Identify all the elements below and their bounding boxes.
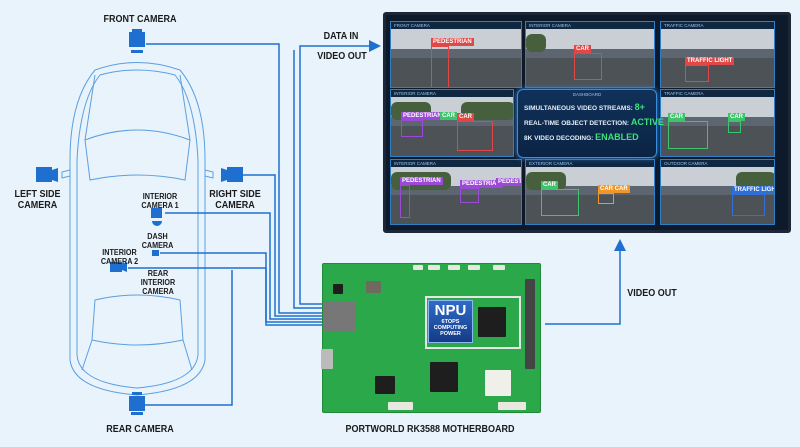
camera-panel-5[interactable]: TRAFFIC CAMERA CAR CAR <box>660 89 775 157</box>
camera-icons <box>36 29 243 415</box>
camera-panel-2[interactable]: INTERIOR CAMERA CAR <box>525 21 655 88</box>
detection-tag: CAR CAR <box>598 185 630 193</box>
dash-camera-label: DASH CAMERA <box>141 232 174 250</box>
detection-tag: CAR <box>541 181 558 189</box>
front-camera-label: FRONT CAMERA <box>103 14 177 25</box>
rear-interior-camera-label: REAR INTERIOR CAMERA <box>140 269 176 296</box>
dashboard-panel: DASHBOARD SIMULTANEOUS VIDEO STREAMS: 8+… <box>517 89 664 158</box>
video-out-top-label: VIDEO OUT <box>317 51 367 62</box>
detection-tag: PEDESTRIAN <box>460 180 503 188</box>
rear-camera-label: REAR CAMERA <box>106 424 174 435</box>
detection-tag: CAR <box>728 113 745 121</box>
dashboard-title: DASHBOARD <box>572 92 602 97</box>
detection-tag: PEDESTRIAN <box>400 177 443 185</box>
right-side-camera-label: RIGHT SIDE CAMERA <box>209 189 261 211</box>
detection-tag: PEDESTRIAN <box>431 38 474 46</box>
camera-panel-6[interactable]: INTERIOR CAMERA PEDESTRIAN PEDESTRIAN PE… <box>390 159 522 225</box>
detection-tag: CAR <box>574 45 591 53</box>
npu-highlight <box>425 296 521 349</box>
camera-panel-4[interactable]: INTERIOR CAMERA PEDESTRIAN CAR CAR <box>390 89 514 157</box>
camera-panel-3[interactable]: TRAFFIC CAMERA TRAFFIC LIGHT <box>660 21 775 88</box>
wire-interior-camera-1 <box>165 212 322 320</box>
video-out-right-label: VIDEO OUT <box>627 288 677 299</box>
right-side-camera-icon <box>221 167 243 182</box>
dashboard-row-streams: SIMULTANEOUS VIDEO STREAMS: 8+ <box>524 102 645 112</box>
left-side-camera-icon <box>36 167 58 182</box>
left-side-camera-label: LEFT SIDE CAMERA <box>14 189 61 211</box>
detection-tag: CAR <box>457 113 474 121</box>
detection-tag: PEDESTRIAN <box>401 112 444 120</box>
usb-port <box>321 349 333 369</box>
interior-camera-1-icon <box>151 208 162 226</box>
wire-right-camera <box>243 174 322 317</box>
dashboard-row-decoding: 8K VIDEO DECODING: ENABLED <box>524 132 639 142</box>
camera-panel-front[interactable]: FRONT CAMERA PEDESTRIAN <box>390 21 522 88</box>
detection-tag: PEDESTRIAN <box>496 178 521 186</box>
detection-tag: TRAFFIC LIGHT <box>732 186 774 194</box>
data-in-label: DATA IN <box>323 31 359 42</box>
interior-camera-2-icon <box>110 262 127 272</box>
wire-dash-camera <box>160 252 322 323</box>
dash-camera-icon <box>152 250 159 256</box>
wire-rear-camera <box>145 270 233 406</box>
wire-interior-camera-2 <box>128 267 322 326</box>
detection-tag: CAR <box>668 113 685 121</box>
wire-video-out-right <box>545 239 626 325</box>
wire-data-in <box>299 40 381 305</box>
rear-camera-icon <box>129 392 145 415</box>
camera-panel-8[interactable]: OUTDOOR CAMERA TRAFFIC LIGHT <box>660 159 775 225</box>
wire-video-out-top <box>293 50 322 309</box>
detection-tag: TRAFFIC LIGHT <box>685 57 735 65</box>
wire-front-camera <box>146 43 322 314</box>
interior-camera-2-label: INTERIOR CAMERA 2 <box>100 248 139 266</box>
sd-card-slot <box>323 302 356 332</box>
car-outline <box>61 62 214 396</box>
front-camera-icon <box>129 29 145 53</box>
camera-panel-7[interactable]: EXTERIOR CAMERA CAR CAR CAR <box>525 159 655 225</box>
interior-camera-1-label: INTERIOR CAMERA 1 <box>141 192 179 210</box>
board-name-label: PORTWORLD RK3588 MOTHERBOARD <box>345 424 515 435</box>
dashboard-row-detection: REAL-TIME OBJECT DETECTION: ACTIVE <box>524 117 664 127</box>
detection-tag: CAR <box>440 112 457 120</box>
rk3588-motherboard: NPU 6TOPS COMPUTING POWER <box>321 263 541 413</box>
npu-badge: NPU 6TOPS COMPUTING POWER <box>428 300 473 343</box>
